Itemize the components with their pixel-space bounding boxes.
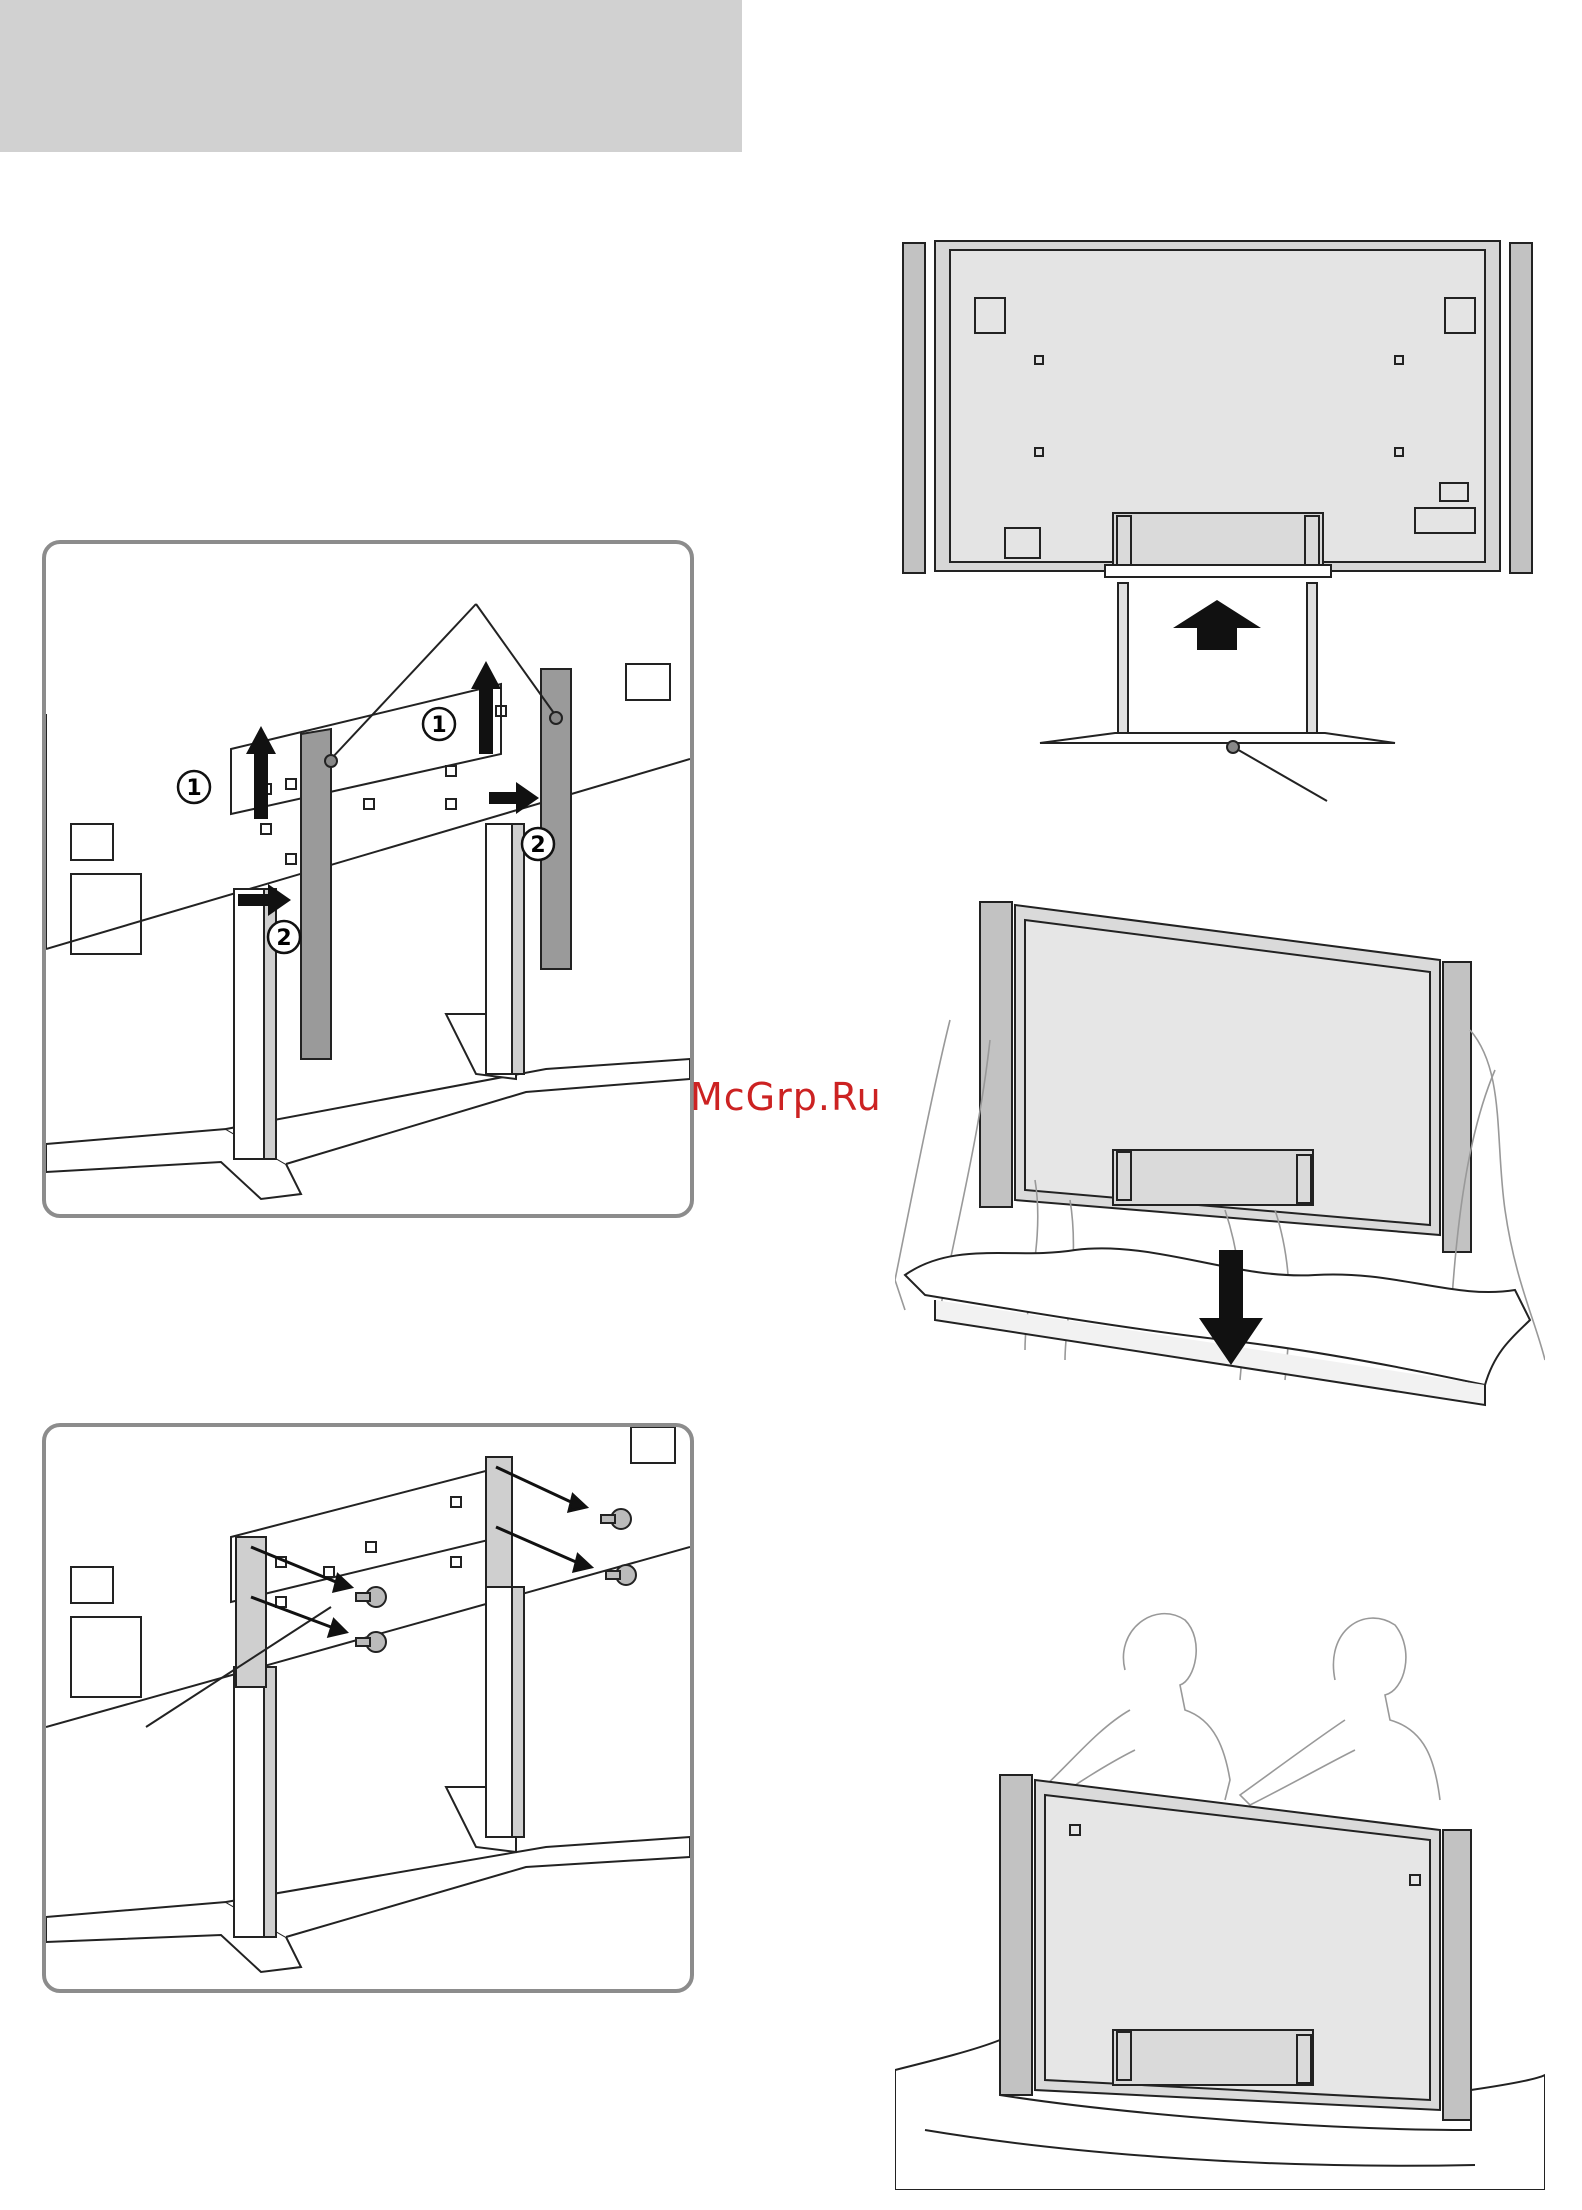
watermark-text: McGrp.Ru	[690, 1075, 882, 1119]
step-marker-1-left: 1	[178, 771, 210, 803]
svg-text:1: 1	[186, 776, 201, 801]
svg-text:2: 2	[276, 926, 291, 951]
illustration-lower-tv-cloth	[895, 880, 1545, 1520]
step-marker-1-right: 1	[423, 708, 455, 740]
svg-text:2: 2	[530, 833, 545, 858]
arrow-up-icon	[1173, 600, 1261, 650]
lower-tv-cloth-drawing	[895, 880, 1545, 1520]
detach-posts-drawing: 1 1 2 2	[46, 544, 690, 1214]
tv-back-stand-drawing	[895, 238, 1545, 818]
illustration-tv-on-cloth	[895, 1590, 1545, 2190]
illustration-tv-back-stand	[895, 238, 1545, 818]
tv-on-cloth-drawing	[895, 1590, 1545, 2190]
person-outline	[1035, 1614, 1440, 1805]
illustration-panel-detach-posts: 1 1 2 2	[42, 540, 694, 1218]
step-marker-2-left: 2	[268, 921, 300, 953]
header-band	[0, 0, 742, 152]
illustration-panel-remove-screws	[42, 1423, 694, 1993]
remove-screws-drawing	[46, 1427, 690, 1989]
svg-text:1: 1	[431, 713, 446, 738]
step-marker-2-right: 2	[522, 828, 554, 860]
